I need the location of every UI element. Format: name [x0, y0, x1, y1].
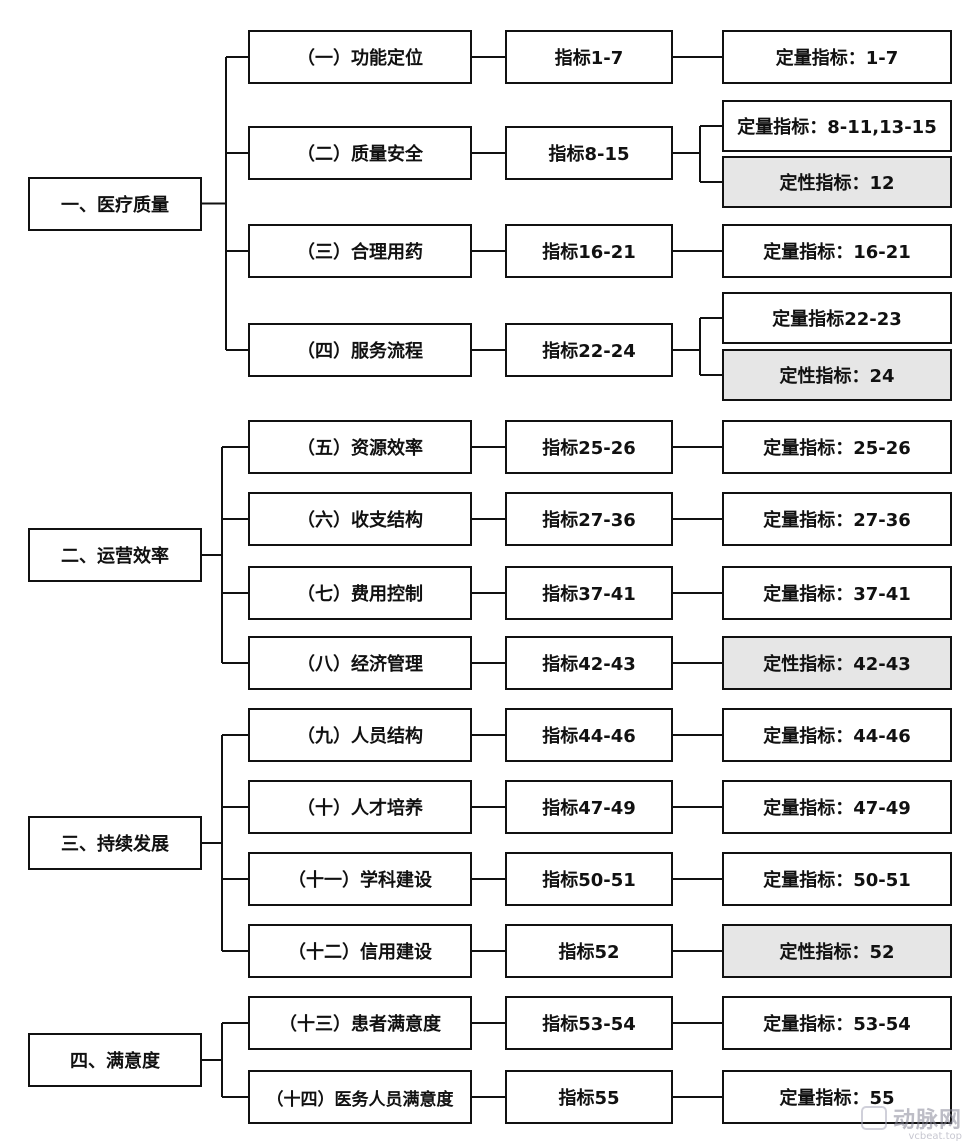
index-range-box: 指标25-26: [505, 420, 673, 474]
quantitative-indicator-box: 定量指标：53-54: [722, 996, 952, 1050]
sub-indicator-box: （三）合理用药: [248, 224, 472, 278]
qualitative-indicator-box: 定性指标：52: [722, 924, 952, 978]
sub-indicator-box: （十四）医务人员满意度: [248, 1070, 472, 1124]
sub-indicator-box: （十三）患者满意度: [248, 996, 472, 1050]
sub-indicator-box: （十）人才培养: [248, 780, 472, 834]
sub-indicator-box: （十一）学科建设: [248, 852, 472, 906]
index-range-box: 指标55: [505, 1070, 673, 1124]
index-range-box: 指标16-21: [505, 224, 673, 278]
watermark-sub: vcbeat.top: [908, 1131, 962, 1142]
sub-indicator-box: （二）质量安全: [248, 126, 472, 180]
index-range-box: 指标53-54: [505, 996, 673, 1050]
sub-indicator-box: （九）人员结构: [248, 708, 472, 762]
index-range-box: 指标37-41: [505, 566, 673, 620]
quantitative-indicator-box: 定量指标：37-41: [722, 566, 952, 620]
domain-box: 四、满意度: [28, 1033, 202, 1087]
watermark: 动脉网 vcbeat.top: [860, 1102, 962, 1142]
qualitative-indicator-box: 定性指标：12: [722, 156, 952, 208]
quantitative-indicator-box: 定量指标：44-46: [722, 708, 952, 762]
quantitative-indicator-box: 定量指标：25-26: [722, 420, 952, 474]
quantitative-indicator-box: 定量指标：16-21: [722, 224, 952, 278]
quantitative-indicator-box: 定量指标：50-51: [722, 852, 952, 906]
quantitative-indicator-box: 定量指标：55: [722, 1070, 952, 1124]
sub-indicator-box: （一）功能定位: [248, 30, 472, 84]
index-range-box: 指标22-24: [505, 323, 673, 377]
domain-box: 一、医疗质量: [28, 177, 202, 231]
index-range-box: 指标27-36: [505, 492, 673, 546]
quantitative-indicator-box: 定量指标：47-49: [722, 780, 952, 834]
watermark-logo-icon: [860, 1106, 887, 1130]
sub-indicator-box: （八）经济管理: [248, 636, 472, 690]
index-range-box: 指标52: [505, 924, 673, 978]
sub-indicator-box: （六）收支结构: [248, 492, 472, 546]
sub-indicator-box: （五）资源效率: [248, 420, 472, 474]
sub-indicator-box: （十二）信用建设: [248, 924, 472, 978]
quantitative-indicator-box: 定量指标：1-7: [722, 30, 952, 84]
qualitative-indicator-box: 定性指标：24: [722, 349, 952, 401]
quantitative-indicator-box: 定量指标：8-11,13-15: [722, 100, 952, 152]
domain-box: 三、持续发展: [28, 816, 202, 870]
quantitative-indicator-box: 定量指标22-23: [722, 292, 952, 344]
index-range-box: 指标1-7: [505, 30, 673, 84]
index-range-box: 指标42-43: [505, 636, 673, 690]
quantitative-indicator-box: 定量指标：27-36: [722, 492, 952, 546]
watermark-text: 动脉网: [892, 1108, 962, 1133]
index-range-box: 指标8-15: [505, 126, 673, 180]
sub-indicator-box: （四）服务流程: [248, 323, 472, 377]
index-range-box: 指标50-51: [505, 852, 673, 906]
sub-indicator-box: （七）费用控制: [248, 566, 472, 620]
index-range-box: 指标47-49: [505, 780, 673, 834]
domain-box: 二、运营效率: [28, 528, 202, 582]
index-range-box: 指标44-46: [505, 708, 673, 762]
qualitative-indicator-box: 定性指标：42-43: [722, 636, 952, 690]
